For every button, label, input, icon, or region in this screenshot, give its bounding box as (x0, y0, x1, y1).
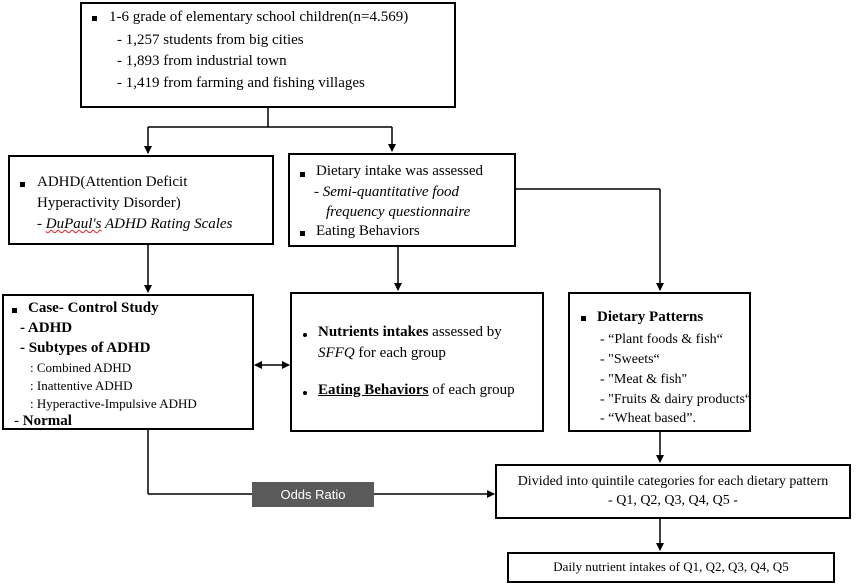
diet-item1: Dietary intake was assessed (316, 163, 484, 179)
diet-item2: Eating Behaviors (316, 223, 420, 239)
bullet-dot (303, 391, 307, 395)
quintile-line1: Divided into quintile categories for eac… (517, 474, 829, 489)
population-item-villages: - 1,419 from farming and fishing village… (117, 75, 365, 91)
quintile-line2: - Q1, Q2, Q3, Q4, Q5 - (608, 493, 738, 508)
nutrients-item1: Nutrients intakes assessed by (318, 324, 502, 340)
case-title: Case- Control Study (28, 300, 159, 316)
case-control-box (2, 294, 254, 430)
case-subtypes-title: - Subtypes of ADHD (20, 340, 151, 356)
population-item-big-cities: - 1,257 students from big cities (117, 32, 304, 48)
case-subtype-inattentive: : Inattentive ADHD (30, 378, 133, 393)
pattern-item-sweets: - "Sweets“ (600, 352, 660, 367)
nutrients-item2: Eating Behaviors of each group (318, 382, 515, 398)
adhd-assessment-box (8, 155, 274, 245)
diet-item1-sub2: frequency questionnaire (326, 204, 471, 220)
daily-intakes-box (507, 552, 835, 583)
pattern-item-meat: - "Meat & fish" (600, 372, 688, 387)
bullet-square (300, 231, 305, 236)
pattern-item-plant: - “Plant foods & fish“ (600, 332, 723, 347)
nutrients-intake-box (290, 292, 544, 432)
population-box (80, 2, 456, 108)
dietary-intake-box (288, 153, 516, 247)
bullet-square (300, 172, 305, 177)
pattern-item-fruits: - "Fruits & dairy products“ (600, 392, 752, 407)
dietary-patterns-box (568, 292, 751, 432)
patterns-title: Dietary Patterns (597, 309, 704, 325)
daily-intakes-text: Daily nutrient intakes of Q1, Q2, Q3, Q4… (553, 559, 789, 574)
adhd-line1: ADHD(Attention Deficit (37, 174, 188, 190)
adhd-rating-scales: - DuPaul's ADHD Rating Scales (37, 216, 233, 232)
population-title: 1-6 grade of elementary school children(… (109, 9, 409, 25)
case-adhd: - ADHD (20, 320, 73, 336)
bullet-square (92, 16, 97, 21)
nutrients-item1-line2: SFFQ for each group (318, 345, 446, 361)
case-normal: - Normal (14, 413, 72, 429)
quintile-box (495, 464, 851, 519)
bullet-dot (303, 333, 307, 337)
bullet-square (12, 308, 17, 313)
adhd-line2: Hyperactivity Disorder) (37, 195, 181, 211)
pattern-item-wheat: - “Wheat based”. (600, 411, 696, 426)
bullet-square (20, 182, 25, 187)
population-item-industrial: - 1,893 from industrial town (117, 53, 287, 69)
case-subtype-hyperactive: : Hyperactive-Impulsive ADHD (30, 396, 197, 411)
bullet-square (581, 316, 586, 321)
diet-item1-sub1: - Semi-quantitative food (314, 184, 459, 200)
odds-ratio-label: Odds Ratio (252, 482, 374, 507)
case-subtype-combined: : Combined ADHD (30, 360, 132, 375)
